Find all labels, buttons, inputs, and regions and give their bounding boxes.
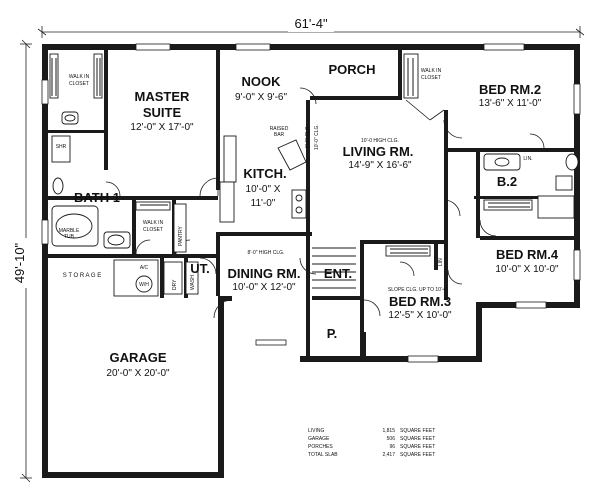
room-porch-name: PORCH bbox=[329, 62, 376, 77]
overall-depth-label: 49'-10" bbox=[12, 242, 27, 283]
pantry-label: PANTRY bbox=[178, 226, 184, 246]
room-living-size: 14'-9" X 16'-6" bbox=[348, 160, 412, 171]
room-bed3-size: 12'-5" X 10'-0" bbox=[388, 310, 452, 321]
linen-label-1: LIN. bbox=[523, 156, 532, 162]
windows bbox=[41, 43, 581, 363]
ceiling-note-a: 8'-0" CLG. bbox=[305, 125, 311, 148]
room-bath1-name: BATH 1 bbox=[74, 190, 120, 205]
walk-in-closet-bath: WALK IN bbox=[143, 220, 164, 226]
closet-shelving bbox=[49, 53, 533, 257]
room-b2-name: B.2 bbox=[497, 174, 517, 189]
marble-tub-label: MARBLE bbox=[59, 228, 80, 234]
kitchen-fixtures bbox=[113, 135, 307, 297]
shower-label: SHR bbox=[56, 144, 67, 150]
area-value-garage: 506 bbox=[387, 436, 396, 442]
room-kitchen-size-2: 11'-0" bbox=[251, 198, 276, 209]
room-dining-note: 8'-0" HIGH CLG. bbox=[248, 250, 285, 256]
room-kitchen-name: KITCH. bbox=[243, 166, 286, 181]
marble-tub-label-2: TUB bbox=[64, 234, 75, 240]
area-unit-garage: SQUARE FEET bbox=[400, 436, 435, 442]
area-label-living: LIVING bbox=[308, 428, 325, 434]
room-bed4-name: BED RM.4 bbox=[496, 247, 559, 262]
walk-in-closet-bed2: WALK IN bbox=[421, 68, 442, 74]
raised-bar-label-2: BAR bbox=[274, 132, 285, 138]
bath-fixtures bbox=[51, 111, 579, 249]
room-living-note: 10'-0 HIGH CLG. bbox=[361, 138, 399, 144]
room-dining-size: 10'-0" X 12'-0" bbox=[232, 282, 296, 293]
linen-label-2: LIN bbox=[438, 258, 444, 266]
room-porch-small-name: P. bbox=[327, 326, 338, 341]
area-label-total: TOTAL SLAB bbox=[308, 452, 338, 458]
area-value-porches: 96 bbox=[389, 444, 395, 450]
room-bed3-name: BED RM.3 bbox=[389, 294, 451, 309]
area-unit-living: SQUARE FEET bbox=[400, 428, 435, 434]
room-garage-name: GARAGE bbox=[109, 350, 166, 365]
room-bed2-size: 13'-6" X 11'-0" bbox=[479, 98, 542, 109]
room-nook-name: NOOK bbox=[242, 74, 282, 89]
area-unit-total: SQUARE FEET bbox=[400, 452, 435, 458]
walk-in-closet-master: WALK IN bbox=[69, 74, 90, 80]
room-master-suite-size: 12'-0" X 17'-0" bbox=[130, 122, 194, 133]
ceiling-note-b: 10'-0" CLG. bbox=[314, 124, 320, 150]
raised-bar-label: RAISED bbox=[270, 126, 289, 132]
room-nook-size: 9'-0" X 9'-6" bbox=[235, 92, 288, 103]
wh-label: W/H bbox=[139, 282, 149, 288]
ac-label: A/C bbox=[140, 265, 149, 271]
dryer-label: DRY bbox=[172, 279, 178, 290]
area-label-garage: GARAGE bbox=[308, 436, 330, 442]
room-bed2-name: BED RM.2 bbox=[479, 82, 541, 97]
area-value-living: 1,815 bbox=[382, 428, 395, 434]
area-table: LIVING 1,815 SQUARE FEET GARAGE 506 SQUA… bbox=[308, 428, 435, 458]
walk-in-closet-bath-2: CLOSET bbox=[143, 227, 163, 233]
room-entry-name: ENT. bbox=[324, 266, 352, 281]
room-master-suite-name: MASTER bbox=[135, 89, 191, 104]
room-bed3-note: SLOPE CLG. UP TO 10'-0" bbox=[388, 287, 448, 293]
entry-steps bbox=[312, 247, 356, 289]
overall-width-label: 61'-4" bbox=[294, 16, 328, 31]
area-value-total: 2,417 bbox=[382, 452, 395, 458]
room-garage-size: 20'-0" X 20'-0" bbox=[106, 368, 170, 379]
room-living-name: LIVING RM. bbox=[343, 144, 414, 159]
room-bed4-size: 10'-0" X 10'-0" bbox=[495, 264, 559, 275]
area-label-porches: PORCHES bbox=[308, 444, 333, 450]
washer-label: WASH bbox=[190, 275, 196, 290]
walk-in-closet-master-2: CLOSET bbox=[69, 81, 89, 87]
interior-walls bbox=[48, 44, 574, 358]
room-master-suite-name-2: SUITE bbox=[143, 105, 182, 120]
room-kitchen-size: 10'-0" X bbox=[246, 184, 281, 195]
storage-label: S T O R A G E bbox=[63, 273, 101, 279]
room-dining-name: DINING RM. bbox=[228, 266, 301, 281]
walk-in-closet-bed2-2: CLOSET bbox=[421, 75, 441, 81]
area-unit-porches: SQUARE FEET bbox=[400, 444, 435, 450]
room-utility-name: UT. bbox=[190, 261, 210, 276]
